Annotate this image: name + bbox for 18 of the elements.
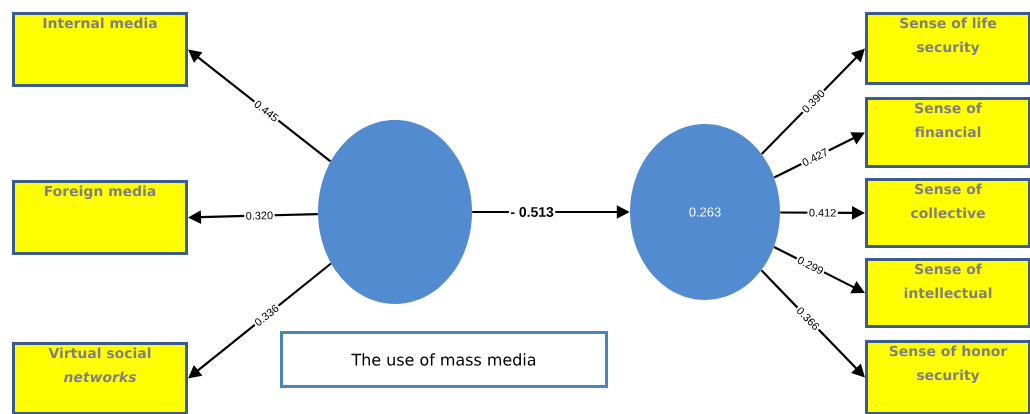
variable-box: Internal media — [12, 12, 188, 87]
variable-box: Sense of financial — [865, 97, 1030, 168]
edge-label: 0.427 — [799, 145, 832, 169]
arrow — [188, 49, 332, 163]
edge-label: 0.299 — [794, 253, 827, 278]
edge-label: 0.412 — [807, 207, 838, 219]
variable-box: Sense of life security — [865, 12, 1030, 85]
edge-label: 0.320 — [244, 209, 275, 222]
variable-box: Virtual social networks — [12, 342, 188, 414]
ellipse-node — [318, 120, 472, 304]
variable-box: Sense of intellectual — [865, 258, 1030, 328]
ellipse-node: 0.263 — [630, 124, 780, 300]
variable-box: Sense of honor security — [865, 340, 1030, 414]
title-box: The use of mass media — [280, 331, 608, 388]
edge-label: - 0.513 — [508, 205, 556, 219]
variable-box: Foreign media — [12, 180, 188, 255]
variable-box: Sense of collective — [865, 178, 1030, 248]
arrow — [188, 262, 332, 379]
